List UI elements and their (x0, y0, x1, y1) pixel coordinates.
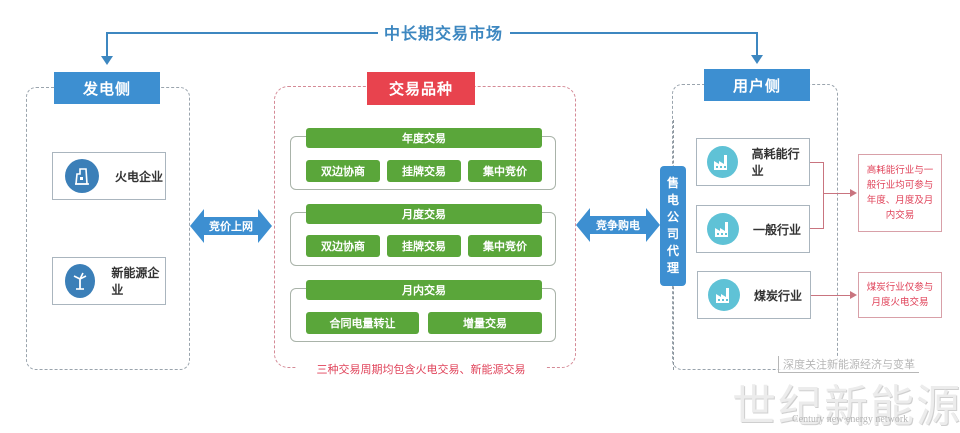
industry-label: 煤炭行业 (754, 288, 803, 303)
arrow-down-icon (101, 56, 113, 65)
trade-group-title: 月内交易 (306, 280, 542, 300)
trade-method: 集中竞价 (468, 235, 542, 257)
market-bracket-left-horizontal (106, 32, 378, 34)
note-coal: 煤炭行业仅参与月度火电交易 (858, 272, 942, 318)
power-plant-icon (65, 159, 99, 193)
generation-side-panel (26, 87, 190, 370)
industry-coal: 煤炭行业 (697, 271, 811, 319)
agent-char: 公 (666, 210, 679, 224)
trade-types-title: 交易品种 (367, 72, 475, 105)
industry-label: 高耗能行业 (751, 147, 800, 178)
retail-agent-label: 售 电 公 司 代 理 (660, 166, 686, 286)
trade-method: 双边协商 (306, 235, 380, 257)
wind-turbine-icon (65, 264, 96, 298)
trade-method: 合同电量转让 (306, 312, 419, 334)
agent-char: 司 (666, 227, 679, 241)
factory-icon (708, 279, 740, 311)
market-bracket-right-vertical (756, 32, 758, 56)
company-thermal: 火电企业 (52, 152, 166, 200)
arrow-down-icon (751, 55, 763, 64)
arrow-label: 竞价上网 (209, 220, 253, 233)
bid-grid-double-arrow: 竞价上网 (190, 207, 272, 245)
trade-group-title: 月度交易 (306, 204, 542, 224)
connector (823, 193, 851, 194)
industry-general: 一般行业 (696, 205, 810, 253)
trade-method: 挂牌交易 (387, 160, 461, 182)
compete-purchase-double-arrow: 竞争购电 (576, 206, 660, 244)
connector (810, 228, 824, 229)
trade-method: 增量交易 (428, 312, 542, 334)
trade-method: 双边协商 (306, 160, 380, 182)
note-high-energy-general: 高耗能行业与一般行业均可参与年度、月度及月内交易 (858, 154, 942, 232)
industry-high-energy: 高耗能行业 (696, 138, 810, 186)
company-renewable: 新能源企业 (52, 257, 166, 305)
arrow-label: 竞争购电 (596, 219, 640, 232)
watermark-subtitle: Century new energy network (792, 414, 909, 425)
agent-char: 售 (666, 176, 679, 190)
company-label: 火电企业 (115, 169, 164, 184)
industry-label: 一般行业 (753, 222, 802, 237)
trade-method: 集中竞价 (468, 160, 542, 182)
market-bracket-left-vertical (106, 32, 108, 58)
company-label: 新能源企业 (111, 266, 160, 297)
user-side-title: 用户侧 (704, 69, 810, 101)
factory-icon (707, 146, 738, 178)
arrow-right-icon (850, 189, 857, 197)
agent-char: 电 (666, 193, 679, 207)
watermark-title: 世纪新能源网 (732, 381, 960, 432)
arrow-right-icon (850, 291, 857, 299)
market-bracket-right-horizontal (510, 32, 758, 34)
connector (823, 162, 824, 229)
trade-types-note: 三种交易周期均包含火电交易、新能源交易 (296, 361, 546, 377)
connector (811, 295, 851, 296)
double-arrow-icon (576, 208, 660, 242)
agent-char: 理 (666, 261, 679, 275)
connector (810, 162, 824, 163)
generation-side-title: 发电侧 (54, 72, 160, 104)
agent-char: 代 (666, 244, 679, 258)
double-arrow-icon (190, 209, 272, 243)
trade-method: 挂牌交易 (387, 235, 461, 257)
factory-icon (707, 213, 739, 245)
trade-group-title: 年度交易 (306, 128, 542, 148)
market-title: 中长期交易市场 (384, 24, 504, 43)
watermark-tagline: 深度关注新能源经济与变革 (778, 356, 919, 373)
